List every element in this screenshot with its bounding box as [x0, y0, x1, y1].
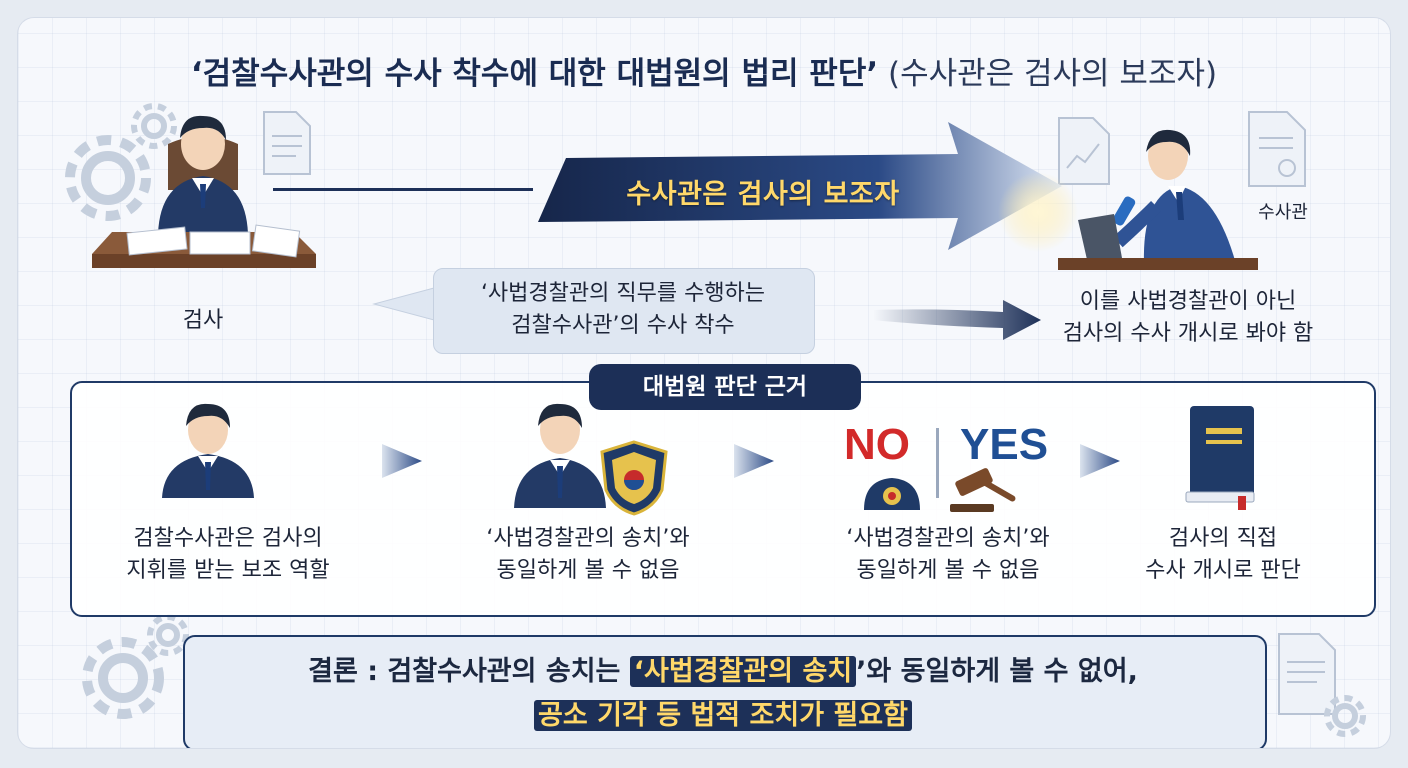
- grounds-panel: [70, 381, 1376, 617]
- ribbon-label: 수사관은 검사의 보조자: [626, 179, 900, 210]
- official-with-badge: [514, 403, 606, 508]
- step-2-line-1: ‘사법경찰관의 송치’와: [486, 526, 690, 551]
- conclusion-line-1: 결론 : 검찰수사관의 송치는 ‘사법경찰관의 송치’와 동일하게 볼 수 없어…: [183, 650, 1263, 694]
- step-4-line-2: 수사 개시로 판단: [1145, 558, 1301, 583]
- step-3-text: ‘사법경찰관의 송치’와 동일하게 볼 수 없음: [808, 523, 1088, 587]
- page-title: ‘검찰수사관의 수사 착수에 대한 대법원의 법리 판단’ (수사관은 검사의 …: [18, 48, 1390, 93]
- step-2-text: ‘사법경찰관의 송치’와 동일하게 볼 수 없음: [448, 523, 728, 587]
- gear-icon: [65, 103, 177, 221]
- arrow-right-icon: [734, 444, 774, 478]
- arrow-right-icon: [1080, 444, 1120, 478]
- divider: [936, 428, 939, 498]
- investigator-label: 수사관: [1258, 202, 1308, 223]
- panel-heading: 대법원 판단 근거: [589, 364, 861, 410]
- bubble-line-2: 검찰수사관’의 수사 착수: [511, 313, 735, 338]
- bubble-line-1: ‘사법경찰관의 직무를 수행하는: [480, 281, 766, 306]
- result-line-1: 이를 사법경찰관이 아닌: [1079, 289, 1297, 314]
- conclusion-line-2: 공소 기각 등 법적 조치가 필요함: [183, 694, 1263, 738]
- document-chart-icon: [1058, 117, 1110, 185]
- infographic-card: ‘검찰수사관의 수사 착수에 대한 대법원의 법리 판단’ (수사관은 검사의 …: [18, 18, 1390, 748]
- step-4-text: 검사의 직접 수사 개시로 판단: [1083, 523, 1363, 587]
- prosecutor-figure: [92, 115, 316, 268]
- document-icon: [263, 111, 311, 175]
- step-2-line-2: 동일하게 볼 수 없음: [496, 558, 680, 583]
- investigator-figure: [1058, 129, 1258, 270]
- conclusion-prefix: 결론 : 검찰수사관의 송치는: [308, 656, 630, 687]
- step-4-line-1: 검사의 직접: [1168, 526, 1278, 551]
- conclusion-highlight-1: ‘사법경찰관의 송치: [629, 656, 857, 687]
- step-1-text: 검찰수사관은 검사의 지휘를 받는 보조 역할: [88, 523, 368, 587]
- arrow-right-icon: [382, 444, 422, 478]
- result-line-2: 검사의 수사 개시로 봐야 함: [1062, 321, 1314, 346]
- no-label: NO: [844, 420, 910, 469]
- arrow-right-icon: [873, 300, 1041, 340]
- arrow-right-icon: [538, 122, 1078, 252]
- yes-label: YES: [960, 420, 1049, 469]
- title-subtitle: (수사관은 검사의 보조자): [887, 56, 1218, 92]
- speech-bubble: [433, 268, 815, 354]
- title-main: ‘검찰수사관의 수사 착수에 대한 대법원의 법리 판단’: [190, 56, 879, 92]
- document-gear-icon: [1278, 633, 1366, 737]
- conclusion-text: 결론 : 검찰수사관의 송치는 ‘사법경찰관의 송치’와 동일하게 볼 수 없어…: [183, 650, 1263, 738]
- bubble-text: ‘사법경찰관의 직무를 수행하는 검찰수사관’의 수사 착수: [433, 278, 813, 342]
- connector-line: [273, 188, 533, 191]
- gear-icon: [82, 614, 189, 719]
- result-text: 이를 사법경찰관이 아닌 검사의 수사 개시로 봐야 함: [1023, 286, 1353, 350]
- step-1-line-2: 지휘를 받는 보조 역할: [126, 558, 330, 583]
- conclusion-mid: ’와 동일하게 볼 수 없어,: [856, 656, 1138, 687]
- step-3-line-2: 동일하게 볼 수 없음: [856, 558, 1040, 583]
- official-figure: [162, 403, 254, 498]
- police-cap-icon: [864, 478, 920, 510]
- conclusion-highlight-2: 공소 기각 등 법적 조치가 필요함: [534, 700, 912, 731]
- police-badge-icon: [600, 440, 668, 516]
- certificate-icon: [1248, 111, 1306, 187]
- gavel-icon: [950, 468, 1016, 512]
- prosecutor-label: 검사: [182, 308, 224, 333]
- law-book-icon: [1185, 406, 1255, 510]
- step-3-line-1: ‘사법경찰관의 송치’와: [846, 526, 1050, 551]
- step-1-line-1: 검찰수사관은 검사의: [133, 526, 323, 551]
- bubble-tail: [372, 287, 435, 321]
